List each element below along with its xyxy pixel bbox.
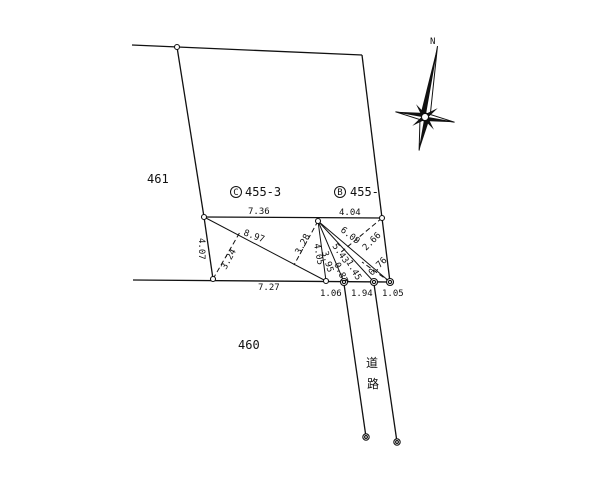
interior-lines xyxy=(203,216,391,283)
right-edge-lower xyxy=(381,217,391,283)
lot-number-455-3: 455-3 xyxy=(245,185,281,199)
survey-point-inner xyxy=(371,279,377,285)
lot-number-460: 460 xyxy=(238,338,260,352)
dim-small-d: 0.76 xyxy=(367,256,389,278)
dashed-measure-lines xyxy=(212,217,391,283)
survey-point-inner xyxy=(387,279,393,285)
survey-points xyxy=(173,43,401,446)
bottom-boundary xyxy=(132,279,391,283)
left-boundary-lower xyxy=(203,216,214,280)
survey-point xyxy=(173,43,181,51)
top-boundary xyxy=(131,44,363,56)
dim-perp-left: 3.24 xyxy=(220,248,239,272)
divider-line-4 xyxy=(317,220,391,283)
road-label-2: 路 xyxy=(367,376,379,391)
lot-b-marker xyxy=(334,186,346,198)
survey-point-inner xyxy=(341,279,347,285)
survey-point-inner xyxy=(395,440,399,444)
dim-left-side: 4.07 xyxy=(196,238,206,260)
perp-mid xyxy=(293,220,319,266)
dim-bottom-left: 7.27 xyxy=(258,283,280,293)
dim-bottom-seg2: 1.94 xyxy=(351,289,373,299)
lot-number-461: 461 xyxy=(147,172,169,186)
divider-line-2 xyxy=(317,220,345,283)
boundary-lines xyxy=(131,44,391,283)
road: 道 路 xyxy=(343,283,398,443)
north-arrow: N xyxy=(395,37,455,151)
compass-star-icon xyxy=(395,46,455,151)
left-boundary-upper xyxy=(176,46,205,218)
lot-c-marker xyxy=(230,186,242,198)
lot-number-455: 455- xyxy=(350,185,379,199)
lot-labels: 461 460 C 455-3 B 455- xyxy=(147,172,379,352)
perp-left xyxy=(212,231,241,280)
diagonal-line-long xyxy=(203,216,327,282)
dim-top-right: 4.04 xyxy=(339,208,361,218)
perp-small xyxy=(361,261,391,283)
right-boundary xyxy=(361,54,383,219)
survey-point-inner xyxy=(364,435,368,439)
lot-c-mark: C xyxy=(233,188,238,198)
road-label-1: 道 xyxy=(366,356,378,370)
survey-point xyxy=(209,275,217,283)
lot-top-line xyxy=(203,216,383,219)
dim-diag-c: 4.05 xyxy=(311,243,325,266)
dim-bottom-seg1: 1.06 xyxy=(320,289,342,299)
dim-diag-right: 6.09 xyxy=(338,225,361,246)
survey-point xyxy=(314,217,322,225)
survey-point xyxy=(322,277,330,285)
road-right-edge xyxy=(373,283,398,443)
dim-perp-mid: 3.28 xyxy=(294,233,313,257)
dim-perp-right: 2.66 xyxy=(361,231,383,253)
lot-b-mark: B xyxy=(337,188,342,198)
dim-top-left: 7.36 xyxy=(248,207,270,217)
divider-line-3 xyxy=(317,220,375,283)
survey-point xyxy=(378,214,386,222)
perp-right xyxy=(339,217,383,254)
survey-point xyxy=(200,213,208,221)
divider-line-1 xyxy=(317,220,327,282)
dim-bottom-seg3: 1.05 xyxy=(382,289,404,299)
compass-label: N xyxy=(430,37,435,47)
road-left-edge xyxy=(343,283,367,438)
